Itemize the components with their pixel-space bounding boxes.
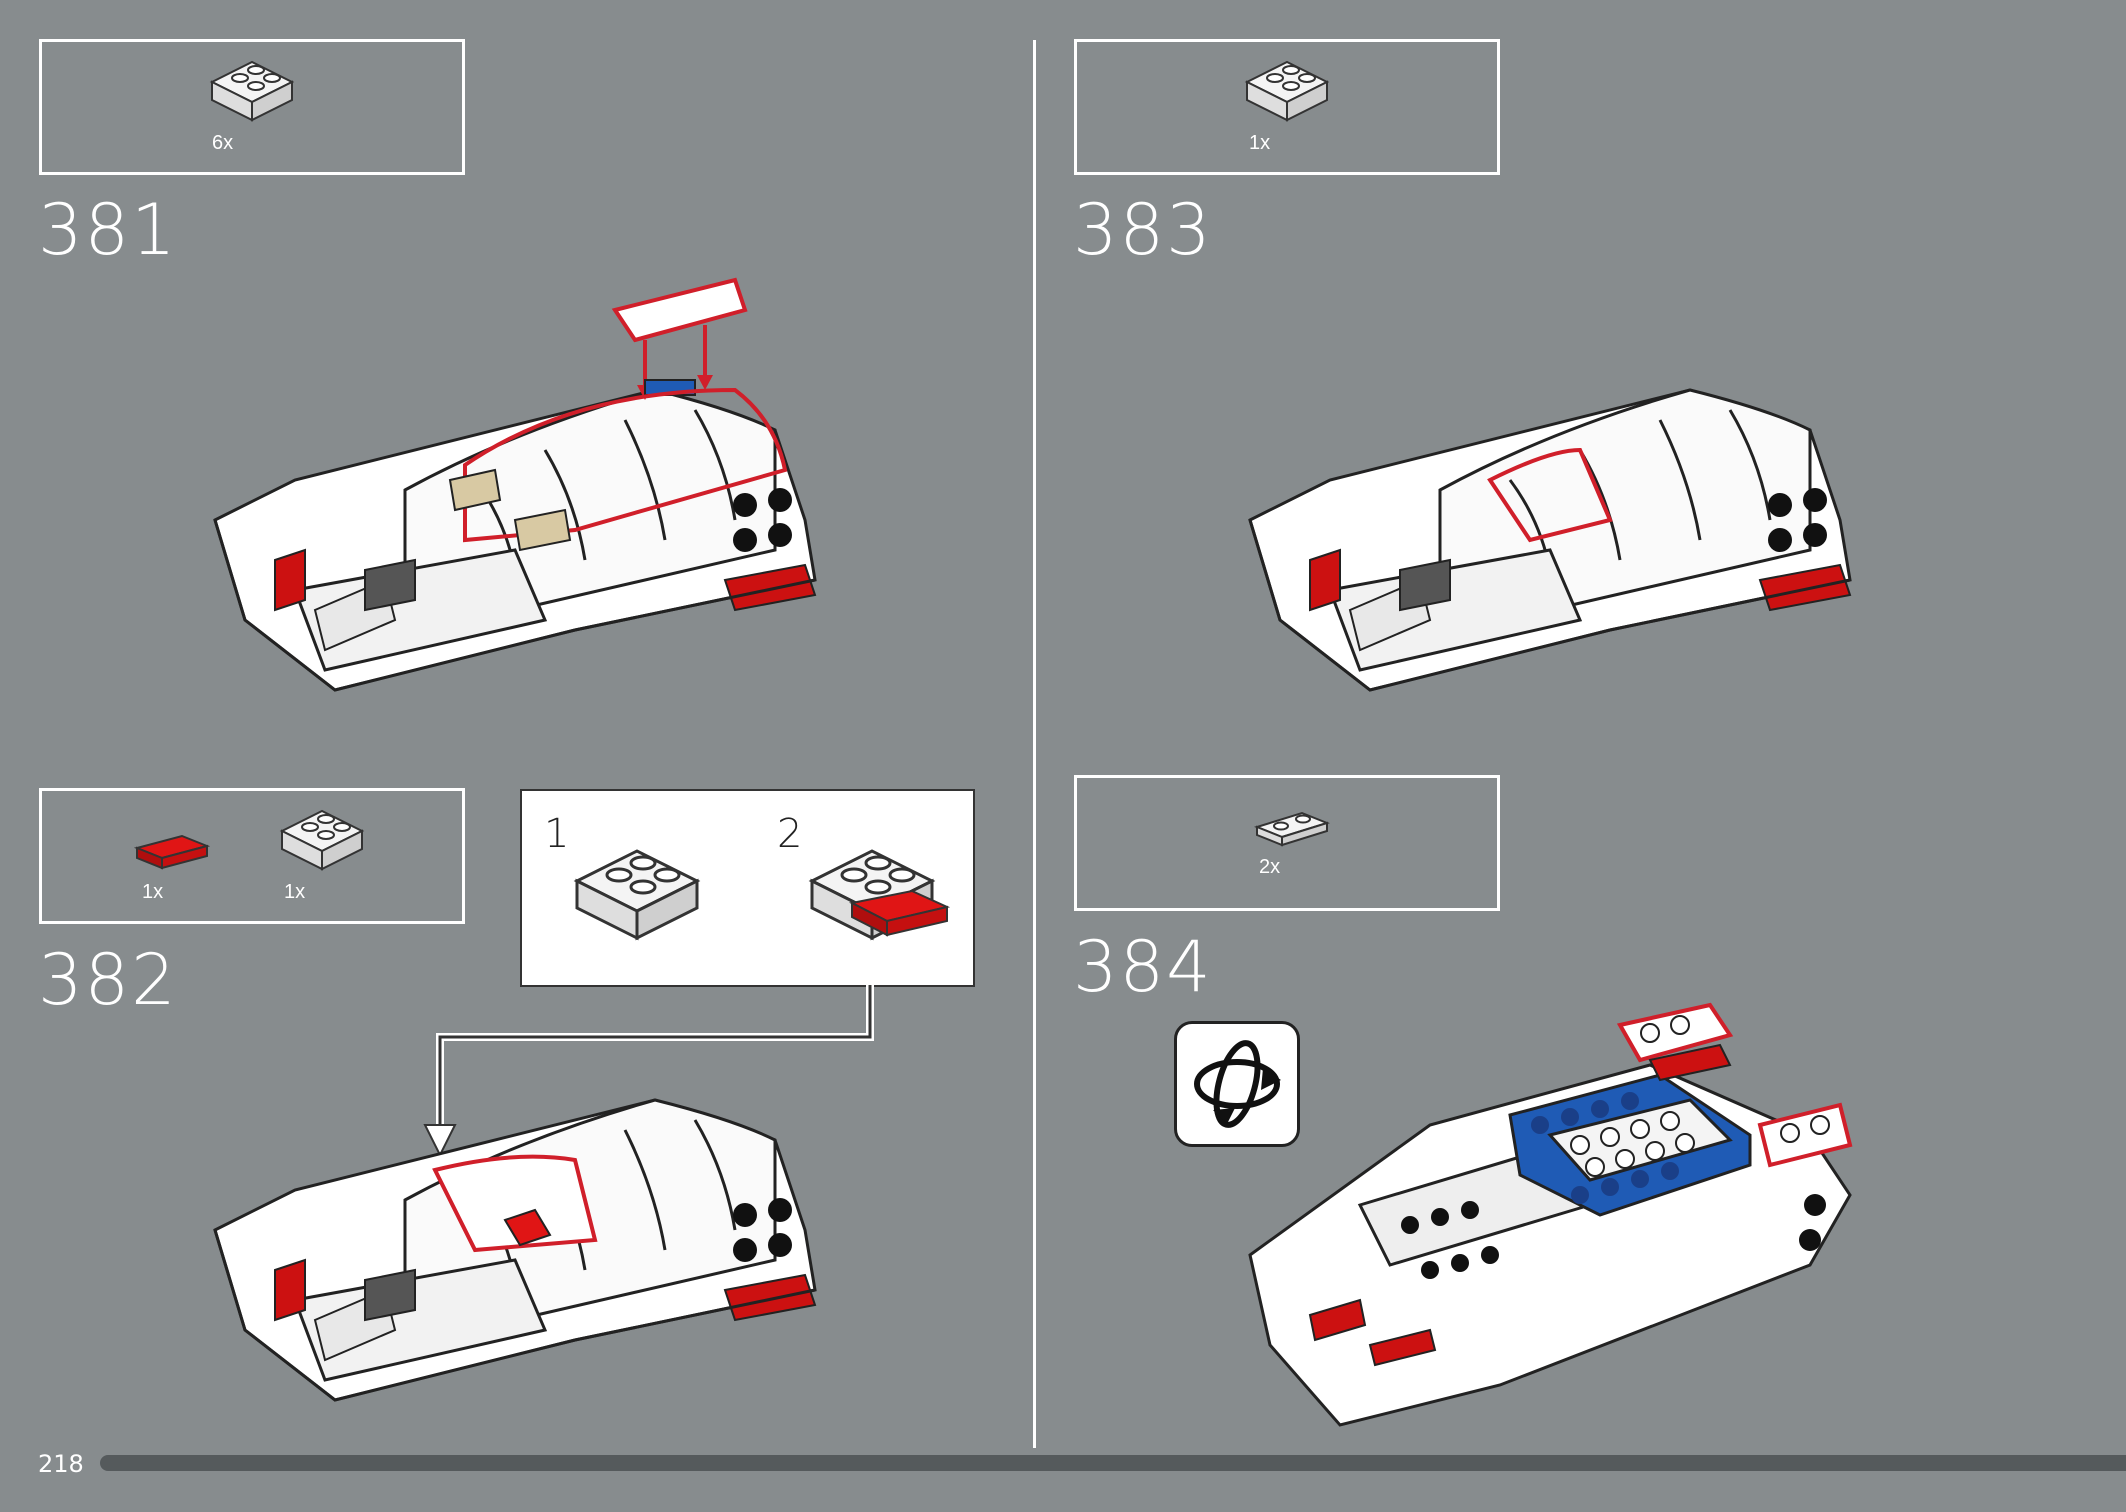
placement-highlight-outline	[1487, 447, 1613, 543]
part-quantity: 1x	[284, 881, 306, 903]
part-quantity: 1x	[1249, 132, 1271, 154]
red-plate	[1648, 1043, 1732, 1082]
red-tile-icon	[133, 834, 211, 870]
white-inverted-slope-brick-icon	[281, 810, 363, 870]
model-assembly-step-384	[1248, 1002, 1853, 1427]
rotate-model-icon	[1174, 1021, 1300, 1147]
part-quantity: 2x	[1259, 856, 1281, 878]
substep-number-1: 1	[544, 811, 570, 857]
parts-list-step-381: 6x	[39, 39, 465, 175]
red-tile	[503, 1208, 552, 1247]
page-divider	[1033, 40, 1036, 1448]
new-white-plate-highlight	[1757, 1102, 1853, 1168]
callout-connector-arrow	[423, 985, 874, 1158]
parts-list-step-384: 2x	[1074, 775, 1500, 911]
tan-brick	[448, 468, 502, 512]
callout-substep-1-brick	[575, 849, 699, 940]
white-plate-icon	[1254, 811, 1330, 847]
red-tile	[1368, 1328, 1437, 1367]
page-number: 218	[38, 1450, 84, 1478]
part-quantity: 1x	[142, 881, 164, 903]
parts-list-step-383: 1x	[1074, 39, 1500, 175]
step-number-383: 383	[1073, 189, 1213, 271]
step-number-384: 384	[1073, 926, 1213, 1008]
parts-list-step-382: 1x 1x	[39, 788, 465, 924]
step-number-382: 382	[38, 939, 178, 1021]
part-quantity: 6x	[212, 132, 234, 154]
step-number-381: 381	[38, 189, 178, 271]
tan-brick	[513, 508, 572, 552]
page-progress-bar	[100, 1455, 2126, 1471]
sub-assembly-callout: 1 2	[520, 789, 975, 987]
new-brick-highlight	[611, 277, 748, 343]
substep-number-2: 2	[777, 811, 803, 857]
model-assembly-step-381	[213, 277, 817, 692]
callout-substep-2-brick	[810, 849, 951, 940]
white-inverted-slope-brick-icon	[211, 61, 293, 121]
model-assembly-step-382	[213, 1098, 817, 1402]
placement-highlight-outline	[463, 387, 788, 543]
white-inverted-slope-brick-icon	[1246, 61, 1328, 121]
red-tile	[1308, 1298, 1367, 1342]
placement-highlight-outline	[432, 1154, 598, 1253]
model-assembly-step-383	[1248, 388, 1852, 692]
